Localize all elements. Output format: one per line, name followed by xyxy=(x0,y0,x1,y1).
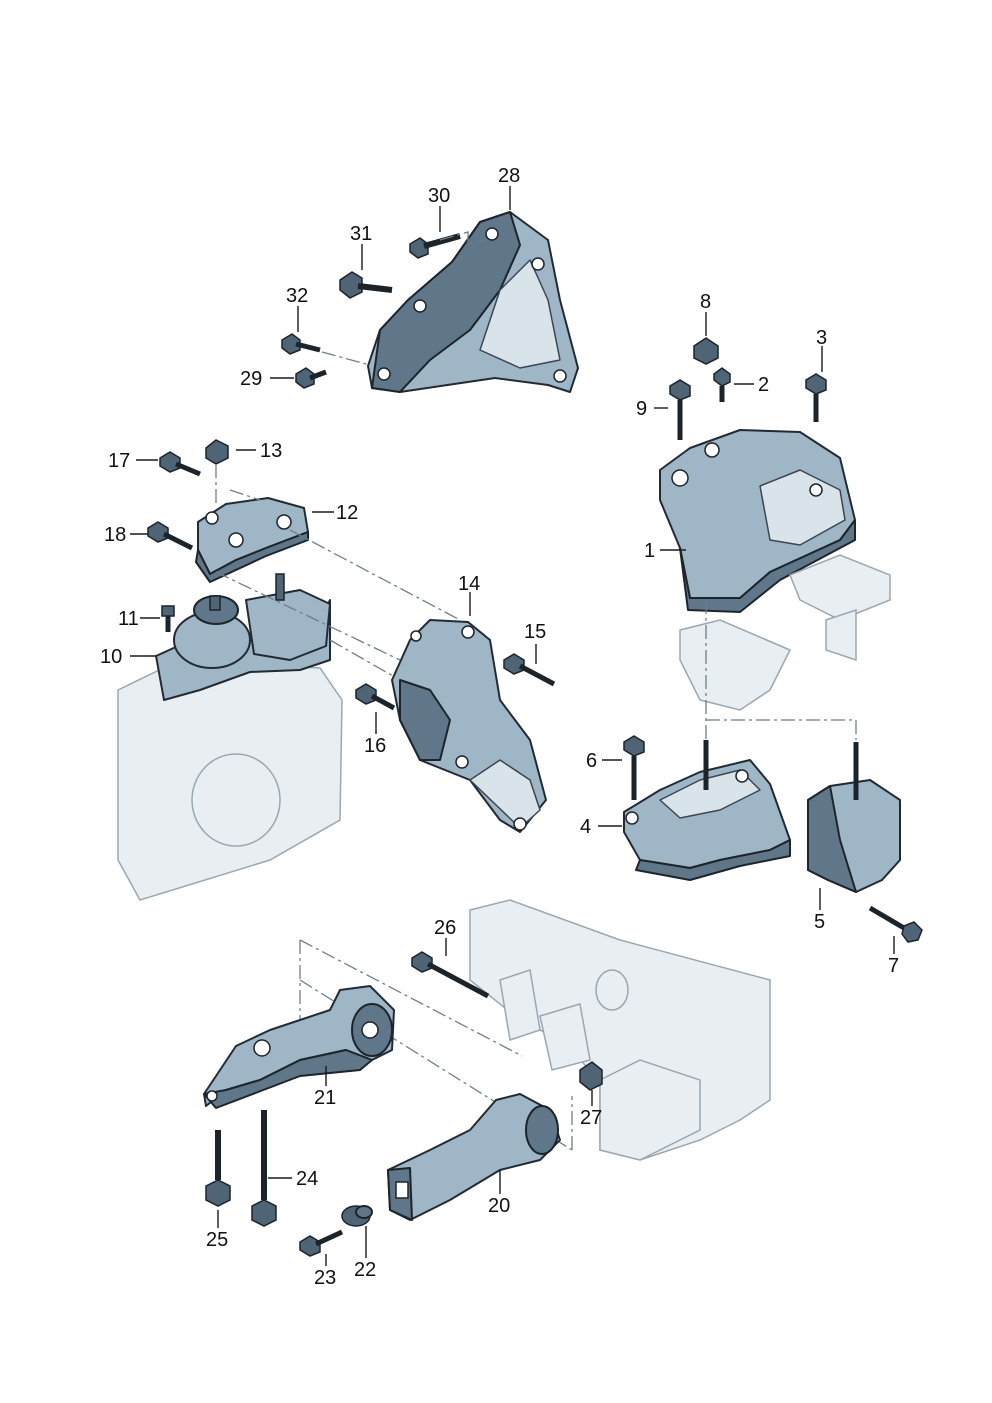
callout-30: 30 xyxy=(428,185,450,207)
callout-20: 20 xyxy=(488,1195,510,1217)
callout-4: 4 xyxy=(580,816,591,838)
bolt-part-16[interactable] xyxy=(355,683,396,711)
callout-8: 8 xyxy=(700,291,711,313)
callout-25: 25 xyxy=(206,1229,228,1251)
callout-3: 3 xyxy=(816,327,827,349)
bolt-part-31[interactable] xyxy=(339,271,393,299)
bracket-part-28[interactable] xyxy=(367,211,579,393)
callout-12: 12 xyxy=(336,502,358,524)
subframe-ghost xyxy=(469,899,771,1161)
callout-24: 24 xyxy=(296,1168,318,1190)
callout-labels: 28 30 31 32 29 8 3 2 9 1 13 17 12 18 14 … xyxy=(100,165,899,1289)
bolt-part-32[interactable] xyxy=(281,333,321,355)
nut-part-8[interactable] xyxy=(693,337,719,365)
callout-16: 16 xyxy=(364,735,386,757)
torque-arm-part-21[interactable] xyxy=(203,985,395,1109)
bracket-part-5[interactable] xyxy=(807,742,901,893)
leader-lines xyxy=(130,186,895,1266)
callout-32: 32 xyxy=(286,285,308,307)
bolt-part-7[interactable] xyxy=(868,905,923,943)
bolt-part-25[interactable] xyxy=(205,1130,231,1207)
callout-22: 22 xyxy=(354,1259,376,1281)
callout-18: 18 xyxy=(104,524,126,546)
bolt-part-6[interactable] xyxy=(623,735,645,800)
callout-21: 21 xyxy=(314,1087,336,1109)
bolt-part-24[interactable] xyxy=(251,1110,277,1227)
bracket-part-14[interactable] xyxy=(391,619,547,833)
callout-27: 27 xyxy=(580,1107,602,1129)
mount-part-1[interactable] xyxy=(659,429,856,613)
nut-part-13[interactable] xyxy=(205,439,229,465)
callout-10: 10 xyxy=(100,646,122,668)
bolt-part-3[interactable] xyxy=(805,373,827,422)
washer-part-22[interactable] xyxy=(341,1205,373,1227)
bolt-part-30[interactable] xyxy=(409,233,461,259)
bolt-part-15[interactable] xyxy=(503,653,556,687)
callout-11: 11 xyxy=(118,608,139,630)
callout-26: 26 xyxy=(434,917,456,939)
bolt-part-2[interactable] xyxy=(713,367,731,402)
callout-28: 28 xyxy=(498,165,520,187)
bolt-part-17[interactable] xyxy=(159,451,201,477)
callout-7: 7 xyxy=(888,955,899,977)
torque-arm-part-20[interactable] xyxy=(387,1093,561,1221)
callout-15: 15 xyxy=(524,621,546,643)
callout-2: 2 xyxy=(758,374,769,396)
callout-23: 23 xyxy=(314,1267,336,1289)
callout-13: 13 xyxy=(260,440,282,462)
callout-6: 6 xyxy=(586,750,597,772)
callout-5: 5 xyxy=(814,911,825,933)
mount-part-4[interactable] xyxy=(623,759,791,881)
callout-31: 31 xyxy=(350,223,372,245)
bracket-part-12[interactable] xyxy=(195,497,309,583)
bolt-part-23[interactable] xyxy=(299,1229,344,1257)
callout-17: 17 xyxy=(108,450,130,472)
callout-14: 14 xyxy=(458,573,480,595)
callout-1: 1 xyxy=(644,540,655,562)
nut-part-27[interactable] xyxy=(579,1061,603,1091)
bolt-part-26[interactable] xyxy=(411,951,490,999)
callout-29: 29 xyxy=(240,368,262,390)
support-plate-ghost xyxy=(679,554,891,711)
callout-9: 9 xyxy=(636,398,647,420)
bolt-part-29[interactable] xyxy=(295,367,327,389)
mount-part-10[interactable] xyxy=(155,573,331,701)
bolt-part-18[interactable] xyxy=(147,521,194,551)
engine-block-ghost xyxy=(117,659,343,901)
bolt-part-9[interactable] xyxy=(669,379,691,440)
bolt-part-11[interactable] xyxy=(161,605,175,632)
